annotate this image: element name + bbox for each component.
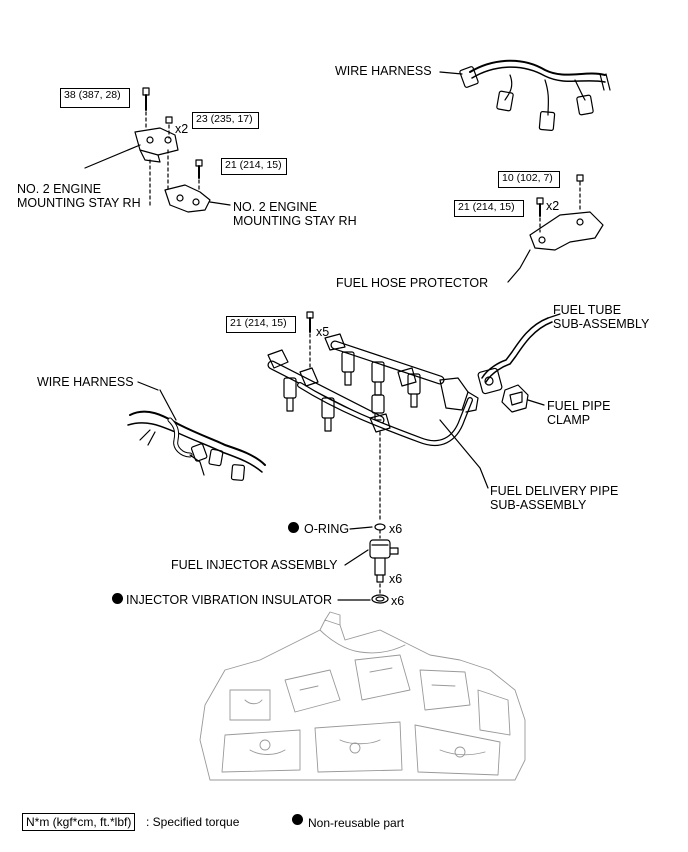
legend-torque-unit: N*m (kgf*cm, ft.*lbf) [22,813,136,831]
label-fuel-tube-line2: SUB-ASSEMBLY [553,317,650,331]
torque-callout-21-stay: 21 (214, 15) [221,158,287,175]
mounting-stay-parts [84,87,231,213]
label-fuel-injector: FUEL INJECTOR ASSEMBLY [171,558,338,572]
label-fuel-pipe-clamp-line2: CLAMP [547,413,591,427]
legend-nonreusable-desc: Non-reusable part [308,816,405,830]
label-fuel-delivery-line1: FUEL DELIVERY PIPE [490,484,619,498]
qty-insulator: x6 [391,594,405,608]
label-fuel-delivery-line2: SUB-ASSEMBLY [490,498,587,512]
label-stay-2-line2: MOUNTING STAY RH [233,214,357,228]
injector-set-part [369,523,399,604]
fuel-delivery-pipe-part [267,311,489,521]
label-stay-2-line1: NO. 2 ENGINE [233,200,318,214]
label-fuel-pipe-clamp-line1: FUEL PIPE [547,399,611,413]
label-o-ring: O-RING [304,522,350,536]
label-fuel-tube-line1: FUEL TUBE [553,303,622,317]
torque-callout-23: 23 (235, 17) [192,112,259,129]
label-stay-1-line2: MOUNTING STAY RH [17,196,141,210]
legend-nonreusable-dot [292,814,303,825]
label-injector-insulator: INJECTOR VIBRATION INSULATOR [126,593,333,607]
torque-callout-10: 10 (102, 7) [498,171,560,188]
label-wire-harness-top: WIRE HARNESS [335,64,432,78]
label-fuel-hose-protector: FUEL HOSE PROTECTOR [336,276,489,290]
fuel-pipe-clamp-part [501,384,545,413]
wire-harness-left-part [127,389,266,481]
nonreusable-dot-insulator [112,593,123,604]
label-wire-harness-left: WIRE HARNESS [37,375,134,389]
wire-harness-top-part [459,59,611,132]
qty-injector: x6 [389,572,403,586]
legend-torque-desc: : Specified torque [146,815,240,829]
engine-block [199,611,526,781]
label-stay-1-line1: NO. 2 ENGINE [17,182,102,196]
torque-callout-21-pipe: 21 (214, 15) [226,316,296,333]
qty-o-ring: x6 [389,522,403,536]
fuel-hose-protector-part [507,174,604,283]
torque-callout-21-protector: 21 (214, 15) [454,200,524,217]
leader-lines [137,71,463,601]
fuel-tube-part [477,313,561,395]
qty-bolt-protector: x2 [546,199,560,213]
torque-callout-38: 38 (387, 28) [60,88,130,108]
qty-nut-stay: x2 [175,122,189,136]
nonreusable-dot-o-ring [288,522,299,533]
qty-bolt-pipe: x5 [316,325,330,339]
